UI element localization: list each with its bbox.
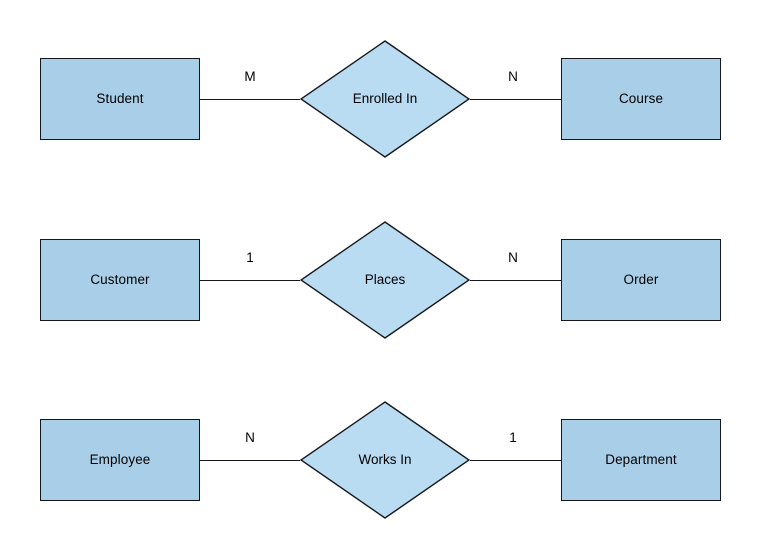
relationship-diamond-works-in[interactable]: Works In bbox=[300, 401, 470, 519]
entity-label: Department bbox=[605, 452, 677, 468]
connector-line-left bbox=[200, 460, 300, 461]
cardinality-label-right: N bbox=[508, 250, 518, 265]
relationship-diamond-places[interactable]: Places bbox=[300, 221, 470, 339]
diamond-shape-icon bbox=[300, 401, 470, 519]
entity-label: Order bbox=[623, 272, 659, 288]
entity-box-customer[interactable]: Customer bbox=[40, 239, 200, 321]
er-relationship-row: Student M Enrolled In N Course bbox=[0, 29, 761, 169]
entity-label: Course bbox=[618, 91, 664, 107]
connector-line-right bbox=[470, 280, 561, 281]
connector-line-left bbox=[200, 99, 300, 100]
entity-box-course[interactable]: Course bbox=[561, 58, 721, 140]
er-relationship-row: Customer 1 Places N Order bbox=[0, 210, 761, 350]
connector-line-left bbox=[200, 280, 300, 281]
diamond-shape-icon bbox=[300, 40, 470, 158]
relationship-diamond-enrolled-in[interactable]: Enrolled In bbox=[300, 40, 470, 158]
entity-label: Student bbox=[96, 91, 144, 107]
connector-line-right bbox=[470, 99, 561, 100]
cardinality-label-left: 1 bbox=[246, 250, 254, 265]
connector-line-right bbox=[470, 460, 561, 461]
entity-box-department[interactable]: Department bbox=[561, 419, 721, 501]
diamond-shape-icon bbox=[300, 221, 470, 339]
cardinality-label-right: N bbox=[508, 69, 518, 84]
er-relationship-row: Employee N Works In 1 Department bbox=[0, 390, 761, 530]
entity-box-student[interactable]: Student bbox=[40, 58, 200, 140]
cardinality-label-right: 1 bbox=[509, 430, 517, 445]
entity-box-employee[interactable]: Employee bbox=[40, 419, 200, 501]
entity-label: Customer bbox=[90, 272, 150, 288]
cardinality-label-left: M bbox=[244, 69, 256, 84]
entity-label: Employee bbox=[89, 452, 151, 468]
entity-box-order[interactable]: Order bbox=[561, 239, 721, 321]
cardinality-label-left: N bbox=[245, 430, 255, 445]
